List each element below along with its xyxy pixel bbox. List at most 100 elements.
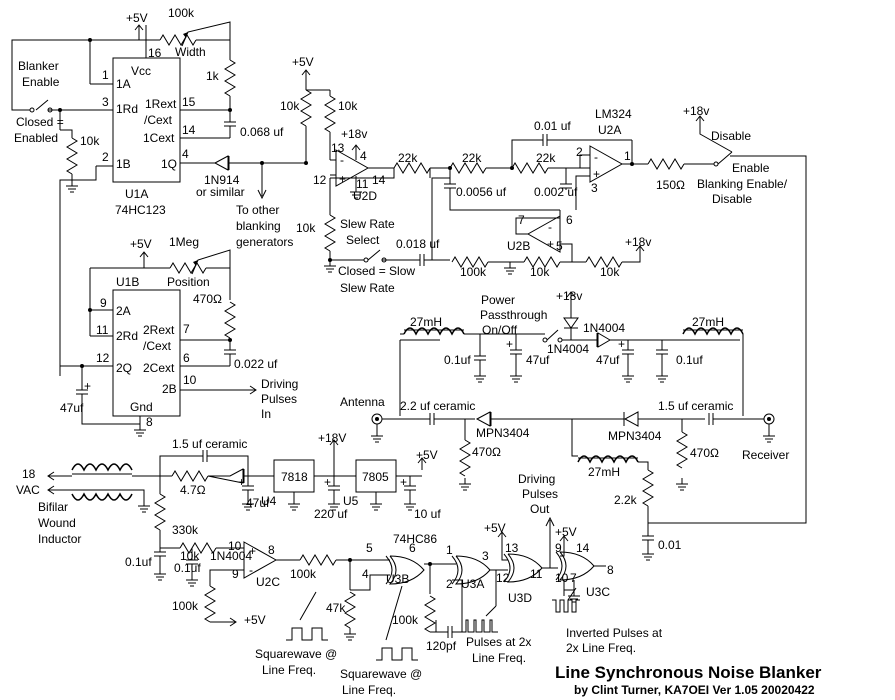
pin-number: 11 bbox=[96, 323, 109, 337]
plus-sign: + bbox=[506, 337, 513, 351]
square1-label: Squarewave @ bbox=[255, 647, 337, 661]
blanking-enable-label: Disable bbox=[712, 192, 752, 206]
r470-label: 470Ω bbox=[193, 292, 222, 306]
pin-label: 1Rd bbox=[116, 102, 138, 116]
pin-number: 8 bbox=[607, 563, 614, 577]
blanker-enable-label: Blanker bbox=[18, 59, 59, 73]
width-pot bbox=[159, 21, 231, 60]
r1meg-label: 1Meg bbox=[169, 235, 199, 249]
plus18v-label: +18v bbox=[556, 289, 582, 303]
slew-rate-select-label: Slew Rate bbox=[340, 217, 395, 231]
pin-number: 7 bbox=[183, 322, 190, 336]
bifilar-label: Wound bbox=[38, 516, 76, 530]
pin-label: 2B bbox=[162, 382, 177, 396]
pin-number: 10 bbox=[228, 539, 242, 553]
pin-label: 1Q bbox=[161, 157, 177, 171]
r470-label: 470Ω bbox=[472, 445, 501, 459]
power-pass-label: On/Off bbox=[482, 323, 518, 337]
vac-label: VAC bbox=[16, 483, 40, 497]
square2-label: Squarewave @ bbox=[340, 667, 422, 681]
u5-label: U5 bbox=[343, 494, 359, 508]
plus18v-label: +18v bbox=[625, 235, 651, 249]
r47-label: 4.7Ω bbox=[180, 483, 206, 497]
closed-enabled-label: Closed = bbox=[16, 115, 64, 129]
plus5v-label: +5V bbox=[126, 11, 148, 25]
pulses2x-label: Line Freq. bbox=[472, 651, 526, 665]
pin-number: 14 bbox=[372, 173, 386, 187]
r22k2-label: 2.2k bbox=[614, 493, 638, 507]
vac-label: 18 bbox=[22, 467, 36, 481]
c01uf-label: 0.1uf bbox=[174, 561, 201, 575]
c001-label: 0.01 bbox=[658, 538, 682, 552]
c01-label: 0.01 uf bbox=[534, 119, 571, 133]
pin-number: 14 bbox=[182, 123, 196, 137]
r10k-label: 10k bbox=[600, 265, 620, 279]
c47uf-label: 47uf bbox=[60, 401, 84, 415]
pin-label: 1Rext bbox=[145, 97, 177, 111]
c15ceramic-label: 1.5 uf ceramic bbox=[658, 399, 733, 413]
driving-out-label: Pulses bbox=[522, 487, 558, 501]
mpn3404-label: MPN3404 bbox=[476, 426, 530, 440]
width-label: Width bbox=[175, 45, 206, 59]
r100k-label: 100k bbox=[460, 265, 487, 279]
plus5v-label: +5V bbox=[244, 613, 266, 627]
pin-number: 15 bbox=[182, 95, 196, 109]
square1-label: Line Freq. bbox=[262, 663, 316, 677]
pin-number: 2 bbox=[576, 145, 583, 159]
pin-label: 2A bbox=[116, 304, 131, 318]
reg-7805: 7805 U5 bbox=[343, 459, 397, 511]
pin-number: 12 bbox=[496, 571, 510, 585]
c47uf-label: 47uf bbox=[526, 353, 550, 367]
d1n4004-label: 1N4004 bbox=[547, 342, 589, 356]
pin-number: 6 bbox=[409, 541, 416, 555]
c120pf-label: 120pf bbox=[426, 639, 457, 653]
c022-label: 0.022 uf bbox=[234, 357, 278, 371]
r330k-label: 330k bbox=[172, 523, 199, 537]
r22k-label: 22k bbox=[536, 151, 556, 165]
driving-out-label: Driving bbox=[518, 472, 555, 486]
d1n4004-label: 1N4004 bbox=[210, 549, 252, 563]
byline: by Clint Turner, KA7OEI Ver 1.05 2002042… bbox=[574, 683, 815, 697]
c220-label: 220 uf bbox=[314, 507, 348, 521]
l27mh-label: 27mH bbox=[588, 465, 620, 479]
square2-label: Line Freq. bbox=[342, 683, 396, 697]
r1k-label: 1k bbox=[206, 69, 220, 83]
opamp-sign: - bbox=[249, 563, 253, 577]
c002-label: 0.002 uf bbox=[534, 185, 578, 199]
enable-label: Enable bbox=[732, 161, 770, 175]
xor-gate-u3a: 1 2 3 U3A bbox=[446, 543, 491, 591]
to-other-label: generators bbox=[236, 235, 293, 249]
inverted-label: Inverted Pulses at bbox=[566, 626, 663, 640]
xor-gate-u3b: 5 4 6 U3B bbox=[362, 541, 425, 586]
r100k-label: 100k bbox=[290, 567, 317, 581]
u3c-name: U3C bbox=[586, 585, 610, 599]
reg7805-label: 7805 bbox=[362, 470, 389, 484]
l27mh-label: 27mH bbox=[410, 315, 442, 329]
receiver-label: Receiver bbox=[742, 448, 789, 462]
antenna-label: Antenna bbox=[340, 395, 385, 409]
pin-number: 10 bbox=[183, 373, 197, 387]
driving-in-label: In bbox=[261, 407, 271, 421]
pin-number: 12 bbox=[313, 173, 327, 187]
opamp-sign: + bbox=[339, 172, 346, 186]
plus18v-label: +18v bbox=[341, 127, 367, 141]
plus5v-label: +5V bbox=[416, 448, 438, 462]
u2d-name: U2D bbox=[353, 189, 377, 203]
pin-number: 2 bbox=[102, 150, 109, 164]
pin-number: 9 bbox=[555, 541, 562, 555]
c01uf-label: 0.1uf bbox=[444, 353, 471, 367]
pin-label: 2Cext bbox=[143, 361, 175, 375]
reg-7818: 7818 U4 bbox=[261, 459, 315, 511]
r10k-label: 10k bbox=[296, 221, 316, 235]
pin-number: 1 bbox=[446, 543, 453, 557]
bifilar-label: Inductor bbox=[38, 532, 81, 546]
closed-enabled-label: Enabled bbox=[14, 131, 58, 145]
u2a-name: U2A bbox=[598, 123, 621, 137]
opamp-sign: + bbox=[249, 544, 256, 558]
c47uf-label: 47uf bbox=[596, 353, 620, 367]
u3a-name: U3A bbox=[461, 577, 484, 591]
u2c-opamp: + - U2C 10 9 8 bbox=[228, 539, 280, 589]
d1n914-label: or similar bbox=[196, 185, 245, 199]
pin-label: 2Rext bbox=[143, 323, 175, 337]
plus18v-label: +18v bbox=[683, 104, 709, 118]
